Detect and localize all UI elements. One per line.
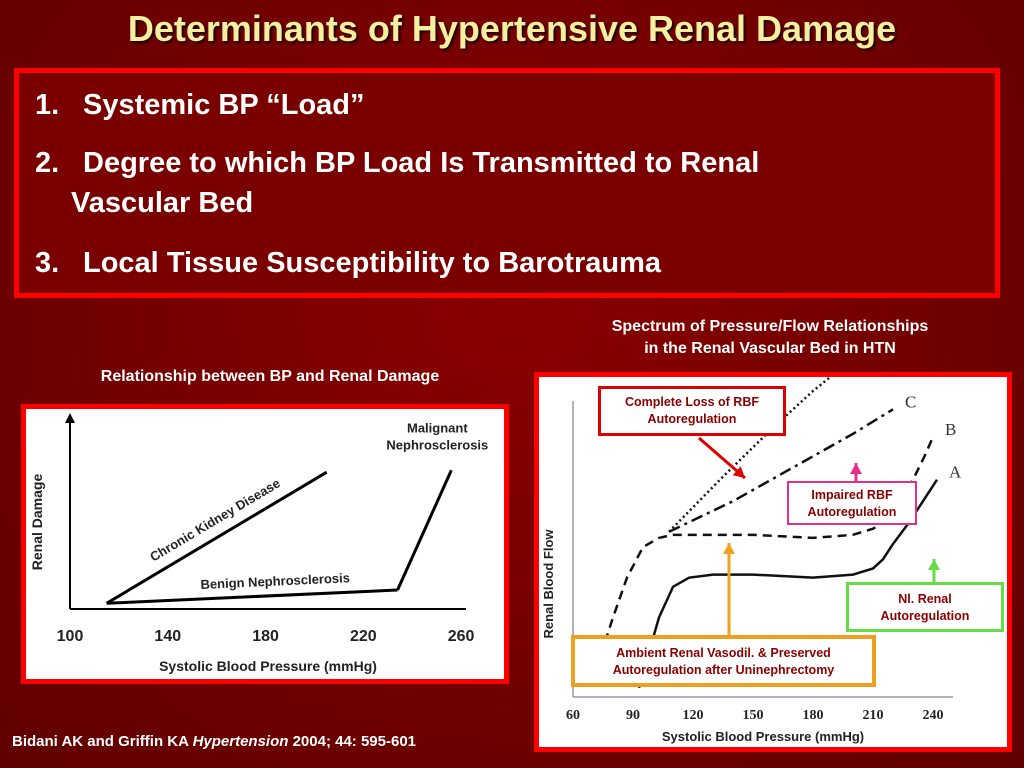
- citation: Bidani AK and Griffin KA Hypertension 20…: [12, 733, 416, 750]
- callout-ambient: Ambient Renal Vasodil. & Preserved Autor…: [571, 635, 876, 687]
- x-tick-label-180: 180: [252, 628, 279, 645]
- right-chart-title: Spectrum of Pressure/Flow Relationships …: [520, 316, 1020, 360]
- y-axis-title: Renal Blood Flow: [541, 529, 556, 639]
- x-tick-label-220: 220: [350, 628, 377, 645]
- left-chart-title: Relationship between BP and Renal Damage: [100, 368, 440, 385]
- citation-journal: Hypertension: [192, 733, 289, 750]
- series-line-0: [105, 470, 328, 605]
- x-tick-label-140: 140: [154, 628, 181, 645]
- series-line-d: [668, 377, 833, 533]
- callout-normal: Nl. Renal Autoregulation: [846, 582, 1004, 632]
- series-label-a: A: [949, 463, 962, 482]
- slide-title: Determinants of Hypertensive Renal Damag…: [127, 8, 897, 49]
- determinant-3-text: Local Tissue Susceptibility to Barotraum…: [83, 247, 662, 279]
- determinant-3: 3. Local Tissue Susceptibility to Barotra…: [35, 243, 661, 283]
- label-benign-nephrosclerosis: Benign Nephrosclerosis: [200, 570, 350, 592]
- series-line-1: [106, 588, 398, 605]
- callout-ambient-line-1: Ambient Renal Vasodil. & Preserved: [616, 646, 831, 660]
- arrow-normal-head: [928, 559, 940, 570]
- citation-details: 2004; 44: 595-601: [288, 733, 417, 750]
- x-tick-label-240: 240: [923, 708, 944, 723]
- y-axis-title: Renal Damage: [29, 474, 45, 571]
- series-line-b: [603, 436, 935, 643]
- callout-complete-loss-line-2: Autoregulation: [647, 412, 737, 426]
- determinant-2-number: 2.: [35, 147, 60, 179]
- determinant-2-continued: Vascular Bed: [71, 187, 254, 219]
- label-chronic-kidney-disease: Chronic Kidney Disease: [147, 475, 283, 564]
- callout-impaired-line-1: Impaired RBF: [811, 488, 893, 502]
- callout-complete-loss-line-1: Complete Loss of RBF: [624, 395, 760, 409]
- callout-impaired-line-2: Autoregulation: [807, 505, 897, 519]
- label-malignant-line-2: Nephrosclerosis: [386, 437, 488, 452]
- determinants-box: 1. Systemic BP “Load” 2. Degree to which B…: [14, 68, 1000, 298]
- callout-normal-line-2: Autoregulation: [880, 609, 970, 623]
- callout-normal-line-1: Nl. Renal: [898, 592, 952, 606]
- series-line-2: [396, 469, 453, 591]
- x-tick-label-150: 150: [743, 708, 764, 723]
- citation-authors: Bidani AK and Griffin KA: [12, 733, 193, 750]
- x-tick-label-180: 180: [803, 708, 824, 723]
- arrow-impaired-head: [850, 463, 862, 474]
- x-tick-label-100: 100: [57, 628, 84, 645]
- x-tick-label-260: 260: [448, 628, 475, 645]
- series-line-a: [637, 479, 939, 689]
- right-chart-title-line-1: Spectrum of Pressure/Flow Relationships: [611, 318, 929, 335]
- label-malignant-line-1: Malignant: [407, 420, 468, 435]
- x-tick-label-120: 120: [683, 708, 704, 723]
- series-label-b: B: [945, 420, 956, 439]
- determinant-1-text: Systemic BP “Load”: [83, 89, 365, 121]
- x-tick-label-60: 60: [566, 708, 580, 723]
- x-tick-label-90: 90: [626, 708, 640, 723]
- arrow-complete-loss-head: [732, 466, 745, 478]
- determinant-2: 2. Degree to which BP Load Is Transmitted…: [35, 143, 759, 183]
- determinant-3-number: 3.: [35, 247, 60, 279]
- x-tick-label-210: 210: [863, 708, 884, 723]
- arrow-ambient-head: [723, 543, 735, 554]
- determinant-1: 1. Systemic BP “Load”: [35, 85, 365, 125]
- determinant-2-text: Degree to which BP Load Is Transmitted t…: [83, 147, 760, 179]
- callout-complete-loss: Complete Loss of RBF Autoregulation: [598, 386, 786, 436]
- y-axis-arrowhead: [65, 413, 75, 423]
- series-label-c: C: [905, 392, 916, 411]
- x-axis-title: Systolic Blood Pressure (mmHg): [662, 729, 864, 744]
- x-axis-title: Systolic Blood Pressure (mmHg): [159, 658, 377, 674]
- right-chart-title-line-2: in the Renal Vascular Bed in HTN: [644, 340, 896, 357]
- callout-impaired: Impaired RBF Autoregulation: [787, 481, 917, 525]
- determinant-1-number: 1.: [35, 89, 60, 121]
- callout-ambient-line-2: Autoregulation after Uninephrectomy: [612, 663, 835, 677]
